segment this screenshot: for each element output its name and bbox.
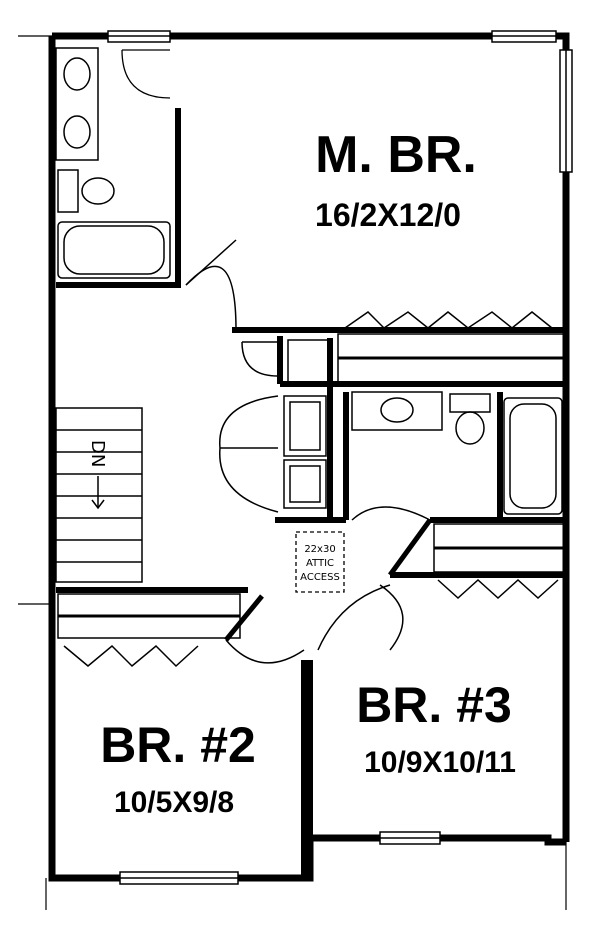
stair bbox=[55, 407, 143, 583]
hall-bath bbox=[351, 391, 563, 521]
reference-marks bbox=[18, 35, 567, 910]
laundry bbox=[219, 395, 327, 513]
master-door bbox=[185, 239, 237, 331]
attic-access-label: ACCESS bbox=[300, 572, 340, 583]
toilet-bowl-icon bbox=[455, 411, 485, 445]
br2-name: BR. #2 bbox=[100, 717, 256, 773]
br3-door bbox=[317, 584, 404, 651]
attic-label: ATTIC bbox=[306, 558, 334, 569]
window-top-right bbox=[491, 30, 557, 43]
br3-closet bbox=[387, 518, 565, 600]
sink-icon bbox=[63, 57, 91, 91]
windows bbox=[107, 30, 573, 885]
stair-label: DN bbox=[87, 440, 108, 467]
vanity-counter bbox=[351, 391, 443, 431]
master-bedroom-dims: 16/2X12/0 bbox=[315, 197, 461, 233]
br3-dims: 10/9X10/11 bbox=[364, 746, 516, 779]
master-closet bbox=[337, 311, 565, 383]
br2-door bbox=[224, 594, 305, 664]
master-bath bbox=[55, 47, 171, 279]
window-br2-bottom bbox=[119, 871, 239, 885]
vanity-counter bbox=[55, 47, 99, 161]
exterior-walls bbox=[48, 32, 570, 882]
sink-icon bbox=[380, 397, 414, 423]
sink-icon bbox=[63, 115, 91, 149]
br3-name: BR. #3 bbox=[356, 677, 512, 733]
window-top-left bbox=[107, 30, 171, 43]
attic-access: 22x30 ATTIC ACCESS bbox=[295, 531, 345, 593]
window-right bbox=[559, 49, 573, 173]
toilet-tank-icon bbox=[57, 169, 79, 213]
toilet-tank-icon bbox=[449, 393, 491, 413]
interior-walls bbox=[56, 108, 566, 878]
linen-closet bbox=[241, 339, 329, 383]
window-br3-bottom bbox=[379, 831, 441, 845]
attic-size: 22x30 bbox=[304, 544, 335, 555]
door-swing bbox=[121, 49, 171, 99]
br2-dims: 10/5X9/8 bbox=[114, 786, 234, 819]
bathtub-icon bbox=[503, 397, 563, 515]
master-bedroom-name: M. BR. bbox=[315, 126, 477, 184]
bathtub-icon bbox=[57, 221, 171, 279]
washer-icon bbox=[283, 395, 327, 457]
toilet-bowl-icon bbox=[81, 177, 115, 205]
dryer-icon bbox=[283, 459, 327, 509]
br2-closet bbox=[57, 593, 241, 668]
